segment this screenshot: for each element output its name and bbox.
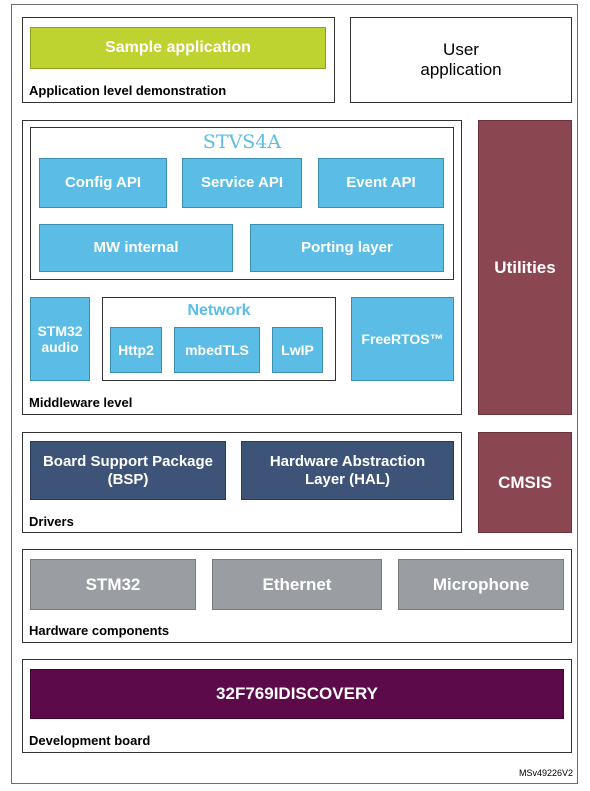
event-api-box: Event API	[318, 158, 444, 208]
service-api-label: Service API	[201, 174, 283, 192]
development-board-label: Development board	[29, 733, 151, 748]
stm32-hardware-box: STM32	[30, 559, 196, 610]
discovery-board-label: 32F769IDISCOVERY	[216, 684, 378, 704]
lwip-label: LwIP	[281, 341, 314, 358]
bsp-box: Board Support Package (BSP)	[30, 441, 226, 500]
stm32-audio-line2: audio	[41, 339, 79, 355]
porting-layer-box: Porting layer	[250, 224, 444, 272]
drivers-label: Drivers	[29, 514, 74, 529]
http2-box: Http2	[110, 327, 162, 373]
stm32-hardware-label: STM32	[85, 574, 141, 594]
freertos-label: FreeRTOS™	[361, 330, 444, 347]
hardware-components-label: Hardware components	[29, 623, 170, 638]
stm32-audio-box: STM32 audio	[30, 297, 90, 381]
utilities-box: Utilities	[478, 120, 572, 415]
http2-label: Http2	[118, 341, 154, 358]
mw-internal-box: MW internal	[39, 224, 233, 272]
porting-layer-label: Porting layer	[301, 239, 393, 257]
mw-internal-label: MW internal	[93, 239, 179, 257]
service-api-box: Service API	[182, 158, 302, 208]
cmsis-label: CMSIS	[498, 472, 552, 492]
config-api-label: Config API	[64, 174, 142, 192]
stvs4a-title: STVS4A	[202, 131, 282, 153]
network-title: Network	[187, 302, 251, 319]
mbedtls-box: mbedTLS	[174, 327, 260, 373]
bsp-line1: Board Support Package	[42, 453, 214, 471]
microphone-box: Microphone	[398, 559, 564, 610]
event-api-label: Event API	[346, 174, 416, 192]
middleware-level-label: Middleware level	[29, 395, 133, 410]
sample-application-box: Sample application	[30, 27, 326, 69]
cmsis-box: CMSIS	[478, 432, 572, 533]
figure-reference: MSv49226V2	[519, 768, 574, 778]
stm32-audio-line1: STM32	[37, 322, 83, 339]
ethernet-label: Ethernet	[262, 574, 332, 594]
user-application-line2: application	[420, 60, 502, 79]
sample-application-label: Sample application	[105, 38, 251, 56]
application-level-label: Application level demonstration	[29, 83, 227, 98]
user-application-box: User application	[350, 17, 572, 103]
bsp-line2: (BSP)	[107, 470, 149, 488]
microphone-label: Microphone	[432, 574, 530, 594]
discovery-board-box: 32F769IDISCOVERY	[30, 669, 564, 719]
config-api-box: Config API	[39, 158, 167, 208]
utilities-label: Utilities	[494, 257, 556, 277]
mbedtls-label: mbedTLS	[185, 341, 249, 358]
hal-box: Hardware Abstraction Layer (HAL)	[241, 441, 454, 500]
ethernet-box: Ethernet	[212, 559, 382, 610]
hal-line2: Layer (HAL)	[304, 470, 390, 488]
diagram-frame	[11, 4, 578, 784]
hal-line1: Hardware Abstraction	[269, 453, 426, 471]
user-application-line1: User	[443, 40, 479, 60]
lwip-box: LwIP	[272, 327, 323, 373]
freertos-box: FreeRTOS™	[351, 297, 454, 381]
